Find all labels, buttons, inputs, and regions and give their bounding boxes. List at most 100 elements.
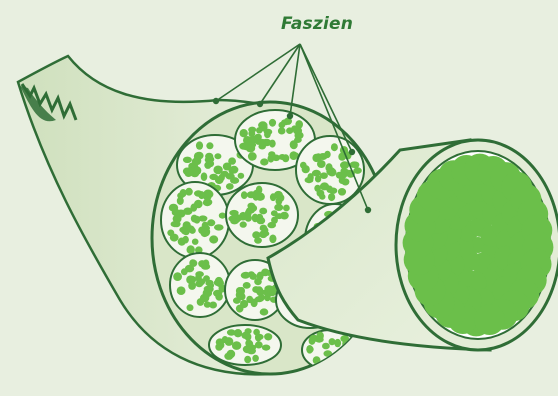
muscle-fiber <box>201 172 208 181</box>
muscle-fiber <box>214 279 222 286</box>
fascicle-cross-section <box>396 140 558 350</box>
muscle-fiber <box>259 208 267 215</box>
muscle-fiber <box>272 155 280 162</box>
muscle-fiber <box>173 272 182 281</box>
muscle-fiber <box>326 186 333 193</box>
muscle-fiber <box>252 355 259 362</box>
muscle-fiber <box>203 260 210 268</box>
muscle-fiber <box>306 346 313 353</box>
muscle-fiber <box>474 304 505 335</box>
muscle-fiber <box>251 205 257 212</box>
muscle-fiber <box>182 236 189 244</box>
muscle-fiber <box>339 347 348 354</box>
muscle-fiber <box>189 276 196 284</box>
muscle-fiber <box>290 151 298 160</box>
muscle-fiber <box>257 272 264 281</box>
muscle-fiber <box>245 340 252 347</box>
muscle-fiber <box>205 280 213 287</box>
muscle-fiber <box>334 339 341 347</box>
muscle-fiber <box>236 287 244 295</box>
muscle-fiber <box>183 221 191 229</box>
muscle-fiber <box>275 213 284 219</box>
muscle-fiber <box>260 158 268 165</box>
muscle-fiber <box>194 190 203 196</box>
muscle-fiber <box>240 300 248 308</box>
muscle-fiber <box>189 227 196 234</box>
muscle-fiber <box>342 340 351 349</box>
muscle-fiber <box>167 230 174 237</box>
muscle-fiber <box>205 157 213 163</box>
muscle-fiber <box>333 359 340 368</box>
muscle-fiber <box>337 359 346 367</box>
muscle-fiber <box>173 215 182 223</box>
muscle-fiber <box>227 329 236 335</box>
muscle-fiber <box>269 140 276 148</box>
muscle-fiber <box>181 268 188 275</box>
muscle-fiber <box>203 199 212 206</box>
muscle-fiber <box>255 341 263 348</box>
muscle-fiber <box>282 154 289 162</box>
muscle-fiber <box>245 215 252 222</box>
muscle-fiber <box>260 231 270 237</box>
muscle-fiber <box>328 193 335 201</box>
muscle-fiber <box>177 286 186 295</box>
muscle-fiber <box>341 178 350 184</box>
muscle-fiber <box>258 294 265 301</box>
muscle-fiber <box>256 214 263 222</box>
muscle-fiber <box>240 129 248 137</box>
muscle-fiber <box>230 218 239 224</box>
muscle-fiber <box>256 127 263 133</box>
muscle-fiber <box>215 343 223 351</box>
muscle-fiber <box>305 177 314 183</box>
muscle-fiber <box>238 173 245 179</box>
muscle-fiber <box>247 191 256 198</box>
muscle-fiber <box>183 157 192 163</box>
muscle-fiber <box>190 204 197 212</box>
muscle-fiber <box>232 341 241 350</box>
muscle-fiber <box>187 304 194 311</box>
muscle-fiber <box>319 194 325 200</box>
muscle-fiber <box>207 286 214 292</box>
muscle-fiber <box>196 141 203 149</box>
muscle-fiber <box>214 153 221 159</box>
muscle-fiber <box>206 191 214 198</box>
muscle-fiber <box>219 213 226 219</box>
muscle-fiber <box>192 158 199 167</box>
muscle-fiber <box>338 188 346 196</box>
muscle-fiber <box>241 191 248 199</box>
muscle-fiber <box>327 359 335 368</box>
muscle-fiber <box>286 127 293 134</box>
muscle-fiber <box>255 334 263 340</box>
muscle-fiber <box>264 131 271 138</box>
muscle-fiber <box>226 183 234 190</box>
muscle-fiber <box>331 143 338 151</box>
muscle-fiber <box>243 282 251 289</box>
muscle-fiber <box>186 167 193 176</box>
muscle-fiber <box>262 345 270 351</box>
muscle-fiber <box>258 139 266 146</box>
muscle-fiber <box>302 165 310 173</box>
fascia-label: Faszien <box>281 14 353 34</box>
muscle-fiber <box>214 224 224 230</box>
muscle-fiber <box>325 363 332 369</box>
muscle-fiber <box>242 272 250 279</box>
muscle-fiber <box>329 338 336 345</box>
muscle-fiber <box>256 193 265 201</box>
muscle-fiber <box>264 333 272 340</box>
muscle-fiber <box>193 166 201 175</box>
muscle-fiber <box>189 259 196 266</box>
muscle-fiber <box>229 167 236 174</box>
muscle-fiber <box>195 273 202 281</box>
muscle-fiber <box>248 127 256 133</box>
muscle-fiber <box>180 189 187 197</box>
muscle-fiber <box>219 174 225 182</box>
muscle-fiber <box>319 153 328 160</box>
muscle-fiber <box>294 137 302 143</box>
muscle-fiber <box>240 221 247 227</box>
muscle-fiber <box>209 302 217 309</box>
muscle-fiber <box>198 215 207 221</box>
muscle-fiber <box>339 354 348 360</box>
muscle-fiber <box>191 215 198 223</box>
muscle-fiber <box>274 191 283 199</box>
